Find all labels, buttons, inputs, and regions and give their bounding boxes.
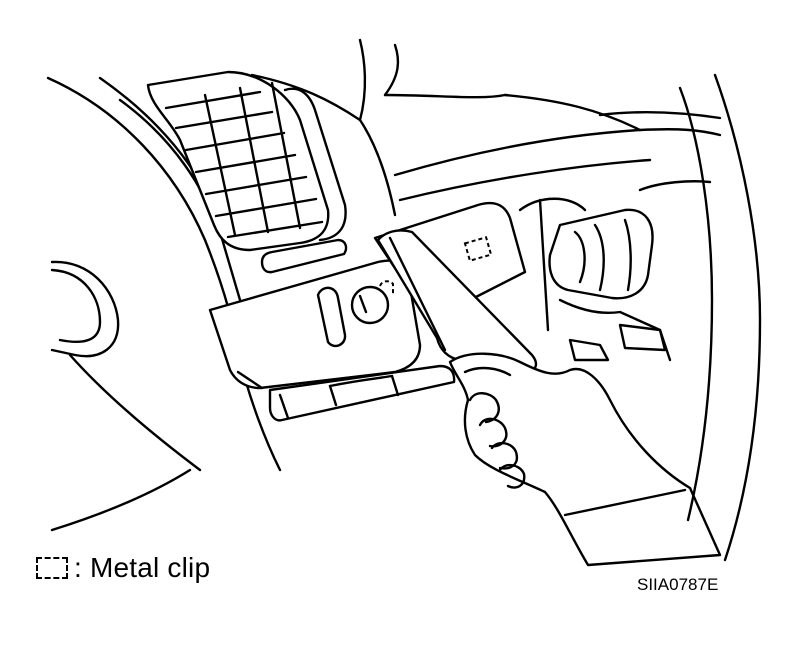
dashed-rectangle-icon [36,557,68,579]
cluster-lid [208,259,456,422]
steering-column-switches [518,180,712,362]
reference-code: SIIA0787E [637,575,719,594]
metal-clip-marker-icon [463,236,493,262]
legend: : Metal clip [36,551,210,585]
metal-clip-marker-icon-2 [379,280,394,296]
air-vent [146,70,348,274]
hand [448,352,722,567]
steering-wheel-rim-right [678,73,762,562]
legend-label: : Metal clip [74,552,211,583]
